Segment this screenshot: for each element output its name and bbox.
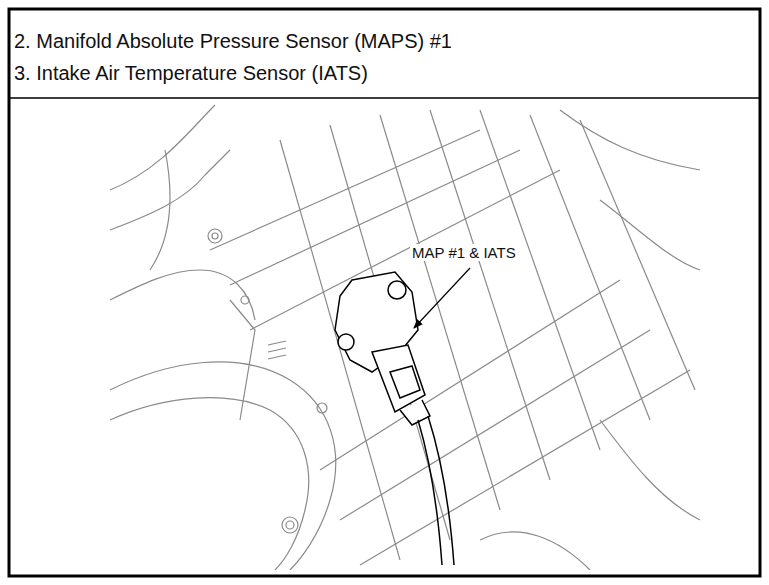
sketch-line <box>480 532 590 570</box>
bolt <box>282 517 298 533</box>
leader-line <box>414 268 470 328</box>
connector-boot <box>400 400 430 425</box>
throttle-body <box>110 398 309 570</box>
bolt <box>212 233 218 239</box>
throttle-body <box>110 362 336 570</box>
rib-line <box>580 120 695 390</box>
sketch-line <box>110 105 215 190</box>
sensor <box>335 272 454 565</box>
sketch-line <box>600 420 700 520</box>
outer-frame <box>9 9 760 576</box>
sketch-line <box>600 200 700 270</box>
rib-line <box>430 110 550 480</box>
header-rule <box>9 97 760 99</box>
wire <box>418 420 442 565</box>
connector-latch <box>390 366 420 398</box>
hatch <box>268 341 286 359</box>
rib-line <box>480 110 600 450</box>
sketch-line <box>110 270 255 320</box>
sketch-line <box>150 150 170 270</box>
engine-sketch <box>110 105 700 570</box>
heading-line: 2. Manifold Absolute Pressure Sensor (MA… <box>14 30 452 53</box>
sketch-line <box>560 110 700 170</box>
sketch-line <box>230 300 255 420</box>
sensor-bolt <box>338 334 354 350</box>
sensor-connector <box>372 345 425 412</box>
part-label: MAP #1 & IATS <box>410 244 518 261</box>
wire <box>428 416 454 565</box>
rib-line <box>530 115 650 420</box>
sensor-bolt <box>388 281 406 299</box>
bolt <box>317 403 327 413</box>
bolt <box>286 521 294 529</box>
bolt <box>241 296 249 304</box>
runner-line <box>230 150 520 285</box>
bolt <box>208 229 222 243</box>
heading-line: 3. Intake Air Temperature Sensor (IATS) <box>14 62 368 85</box>
